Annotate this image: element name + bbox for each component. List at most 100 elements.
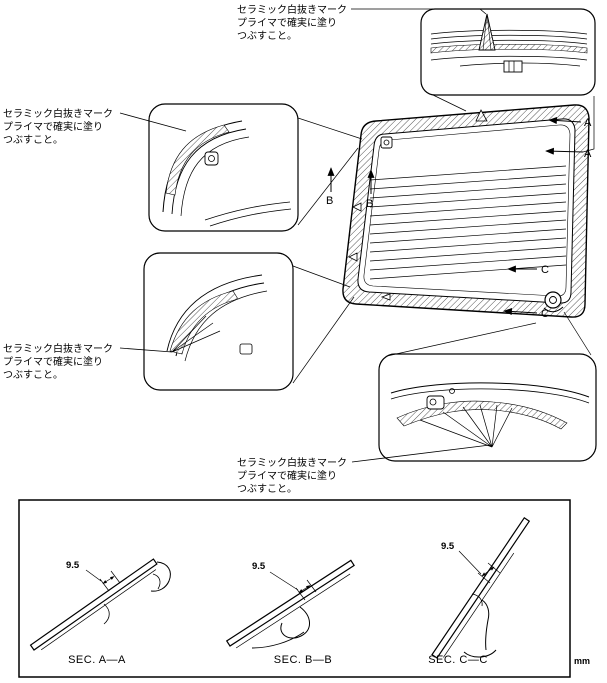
section-a-dim-leader [85, 569, 102, 582]
detail-ll-hatch-strip [169, 290, 239, 355]
section-b-dim-leader [269, 571, 299, 591]
note-line: プライマで確実に塗り [3, 355, 103, 368]
cut-label-c1: C [541, 264, 549, 276]
note-line: つぶすこと。 [3, 134, 63, 146]
note-line: プライマで確実に塗り [237, 16, 337, 29]
section-b-ext-line-2 [306, 579, 317, 593]
cut-label-c2: C [541, 308, 549, 320]
callout-line [297, 147, 359, 226]
detail-top-antenna-lines [482, 13, 492, 51]
callout-line [386, 322, 537, 357]
section-a-flange [41, 569, 157, 651]
bottom-edge-clip [380, 293, 391, 301]
callout-line [432, 94, 467, 112]
glass-corner-clip [380, 136, 393, 149]
section-c-flange [443, 552, 515, 658]
section-b-dimension: 9.5 [252, 561, 266, 572]
detail-bottom-small-hole [449, 388, 455, 394]
detail-bottom-grommet-hole [429, 398, 437, 406]
note-leader-lines [119, 8, 491, 463]
cut-arrows: A A B B C C [326, 96, 595, 320]
detail-box-lower-left [143, 252, 294, 391]
detail-ul-edge-curve-2 [171, 128, 247, 215]
detail-bottom-fan-lines [419, 404, 513, 448]
detail-box-bottom [378, 353, 597, 462]
detail-box-lower-left-border [143, 252, 294, 391]
note-leader-lower-left [119, 347, 173, 353]
callout-line [292, 296, 355, 384]
section-b-dim-line [298, 585, 311, 593]
detail-box-top [420, 8, 596, 96]
unit-label: mm [574, 656, 590, 666]
wiper-pivot-bump [543, 306, 564, 313]
section-c-dim-line [481, 566, 495, 577]
detail-top-antenna-triangle [478, 13, 496, 51]
detail-top-connector [503, 60, 523, 73]
section-c-label: SEC. C—C [428, 654, 488, 666]
detail-box-upper-left [148, 103, 299, 232]
section-a-body-curve-1 [150, 561, 171, 592]
section-c-bracket [481, 599, 490, 651]
note-leader-upper-left [119, 112, 187, 132]
annotation-note-bottom: セラミック白抜きマーク プライマで確実に塗り つぶすこと。 [237, 456, 347, 495]
cut-label-b1: B [326, 195, 333, 207]
section-a-dim-line [102, 576, 115, 584]
note-leader-bottom [351, 444, 491, 463]
cut-label-b2: B [366, 198, 373, 210]
note-line: セラミック白抜きマーク [3, 107, 113, 120]
detail-ll-edge-curve-2 [166, 274, 263, 352]
section-a-body-curve-2 [152, 573, 161, 590]
detail-box-top-border [420, 8, 596, 96]
section-c-ext-line-1 [477, 572, 491, 584]
section-b-flange [235, 573, 351, 649]
note-leader-top [351, 8, 487, 15]
cut-arrow-a2-callout [582, 96, 595, 153]
detail-ul-clip [204, 151, 219, 166]
cut-label-a1: A [584, 117, 592, 129]
callout-line [297, 117, 363, 140]
callout-lines [292, 94, 592, 384]
note-line: セラミック白抜きマーク [3, 342, 113, 355]
detail-ul-clip-hole [208, 155, 215, 162]
section-a-clip-curve [103, 603, 110, 625]
detail-bottom-grommet [426, 395, 445, 410]
detail-box-upper-left-border [148, 103, 299, 232]
glass-corner-clip-hole [383, 139, 390, 146]
annotation-note-top: セラミック白抜きマーク プライマで確実に塗り つぶすこと。 [237, 3, 347, 42]
section-c-hook [471, 593, 483, 607]
note-line: つぶすこと。 [3, 369, 63, 381]
sections-panel: 9.5 SEC. A—A 9.5 SEC. B—B 9.5 SEC. C—C [18, 499, 571, 678]
cut-arrow-a2 [545, 147, 584, 155]
section-c-drawing [431, 517, 531, 659]
detail-ll-converge-lines [171, 315, 221, 353]
callout-line [292, 265, 351, 288]
section-a-ext-line-2 [110, 570, 121, 584]
section-b-label: SEC. B—B [274, 654, 332, 666]
detail-ll-edge-curve-3 [184, 290, 268, 362]
note-line: セラミック白抜きマーク [237, 3, 347, 16]
left-edge-clip-1 [352, 202, 362, 212]
section-c-foot [463, 649, 497, 658]
note-line: つぶすこと。 [237, 483, 297, 495]
cut-arrow-c2 [503, 307, 538, 315]
wiper-pivot-outer [544, 291, 562, 309]
detail-bottom-edge-curve-2 [390, 388, 590, 404]
section-a-dimension: 9.5 [66, 560, 80, 571]
note-line: プライマで確実に塗り [3, 120, 103, 133]
callout-line [563, 311, 592, 356]
section-c-glass [431, 517, 531, 659]
cut-label-a2: A [584, 148, 592, 160]
note-line: つぶすこと。 [237, 30, 297, 42]
wiper-pivot-inner [549, 296, 557, 304]
annotation-note-upper-left: セラミック白抜きマーク プライマで確実に塗り つぶすこと。 [3, 107, 113, 146]
annotation-note-lower-left: セラミック白抜きマーク プライマで確実に塗り つぶすこと。 [3, 342, 113, 381]
section-a-drawing [29, 558, 158, 651]
antenna-base-mark [475, 109, 488, 122]
section-b-drawing [225, 559, 355, 649]
section-b-body-tail [251, 631, 305, 649]
sections-panel-border [18, 499, 571, 678]
rear-glass-view [342, 104, 590, 318]
detail-bottom-edge-curve-1 [390, 382, 590, 398]
